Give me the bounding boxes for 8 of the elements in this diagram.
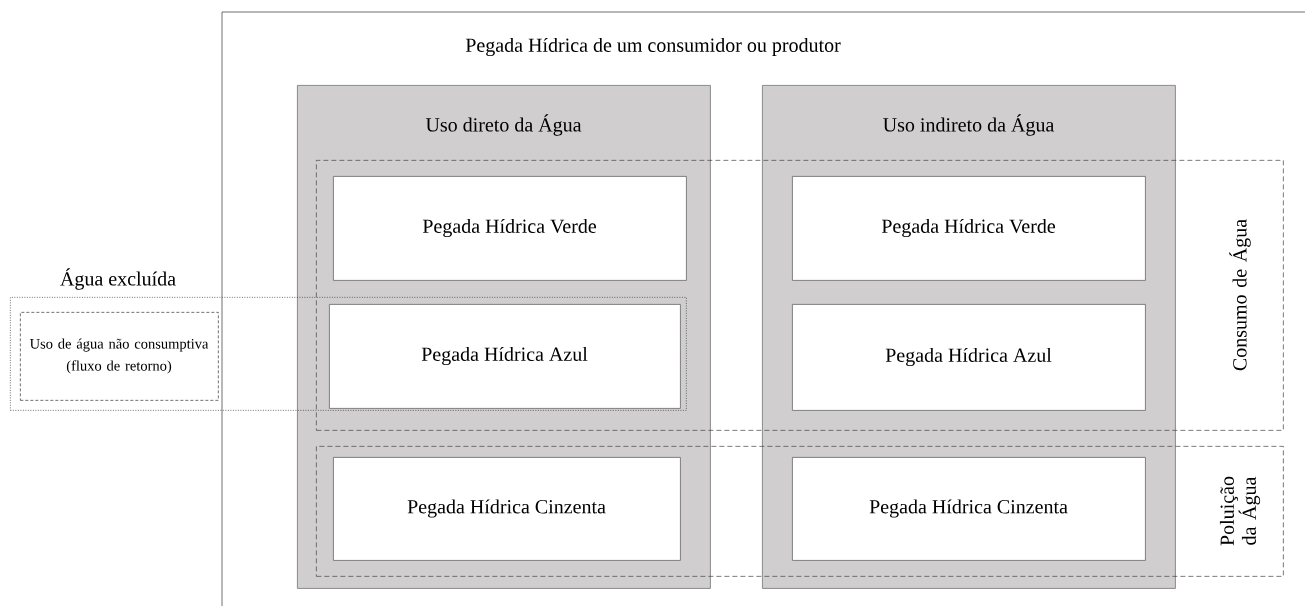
node-label: Água excluída: [60, 268, 176, 290]
footprint-box: Pegada Hídrica Verde: [792, 176, 1146, 281]
footprint-box: Pegada Hídrica Verde: [333, 176, 687, 281]
footprint-box: Pegada Hídrica Cinzenta: [792, 457, 1146, 561]
dashed-box: Uso de água não consumptiva (fluxo de retorno): [20, 312, 219, 401]
footprint-box: Pegada Hídrica Azul: [329, 304, 681, 409]
footprint-box: Pegada Hídrica Azul: [792, 304, 1146, 411]
footprint-box: Pegada Hídrica Cinzenta: [333, 457, 681, 561]
